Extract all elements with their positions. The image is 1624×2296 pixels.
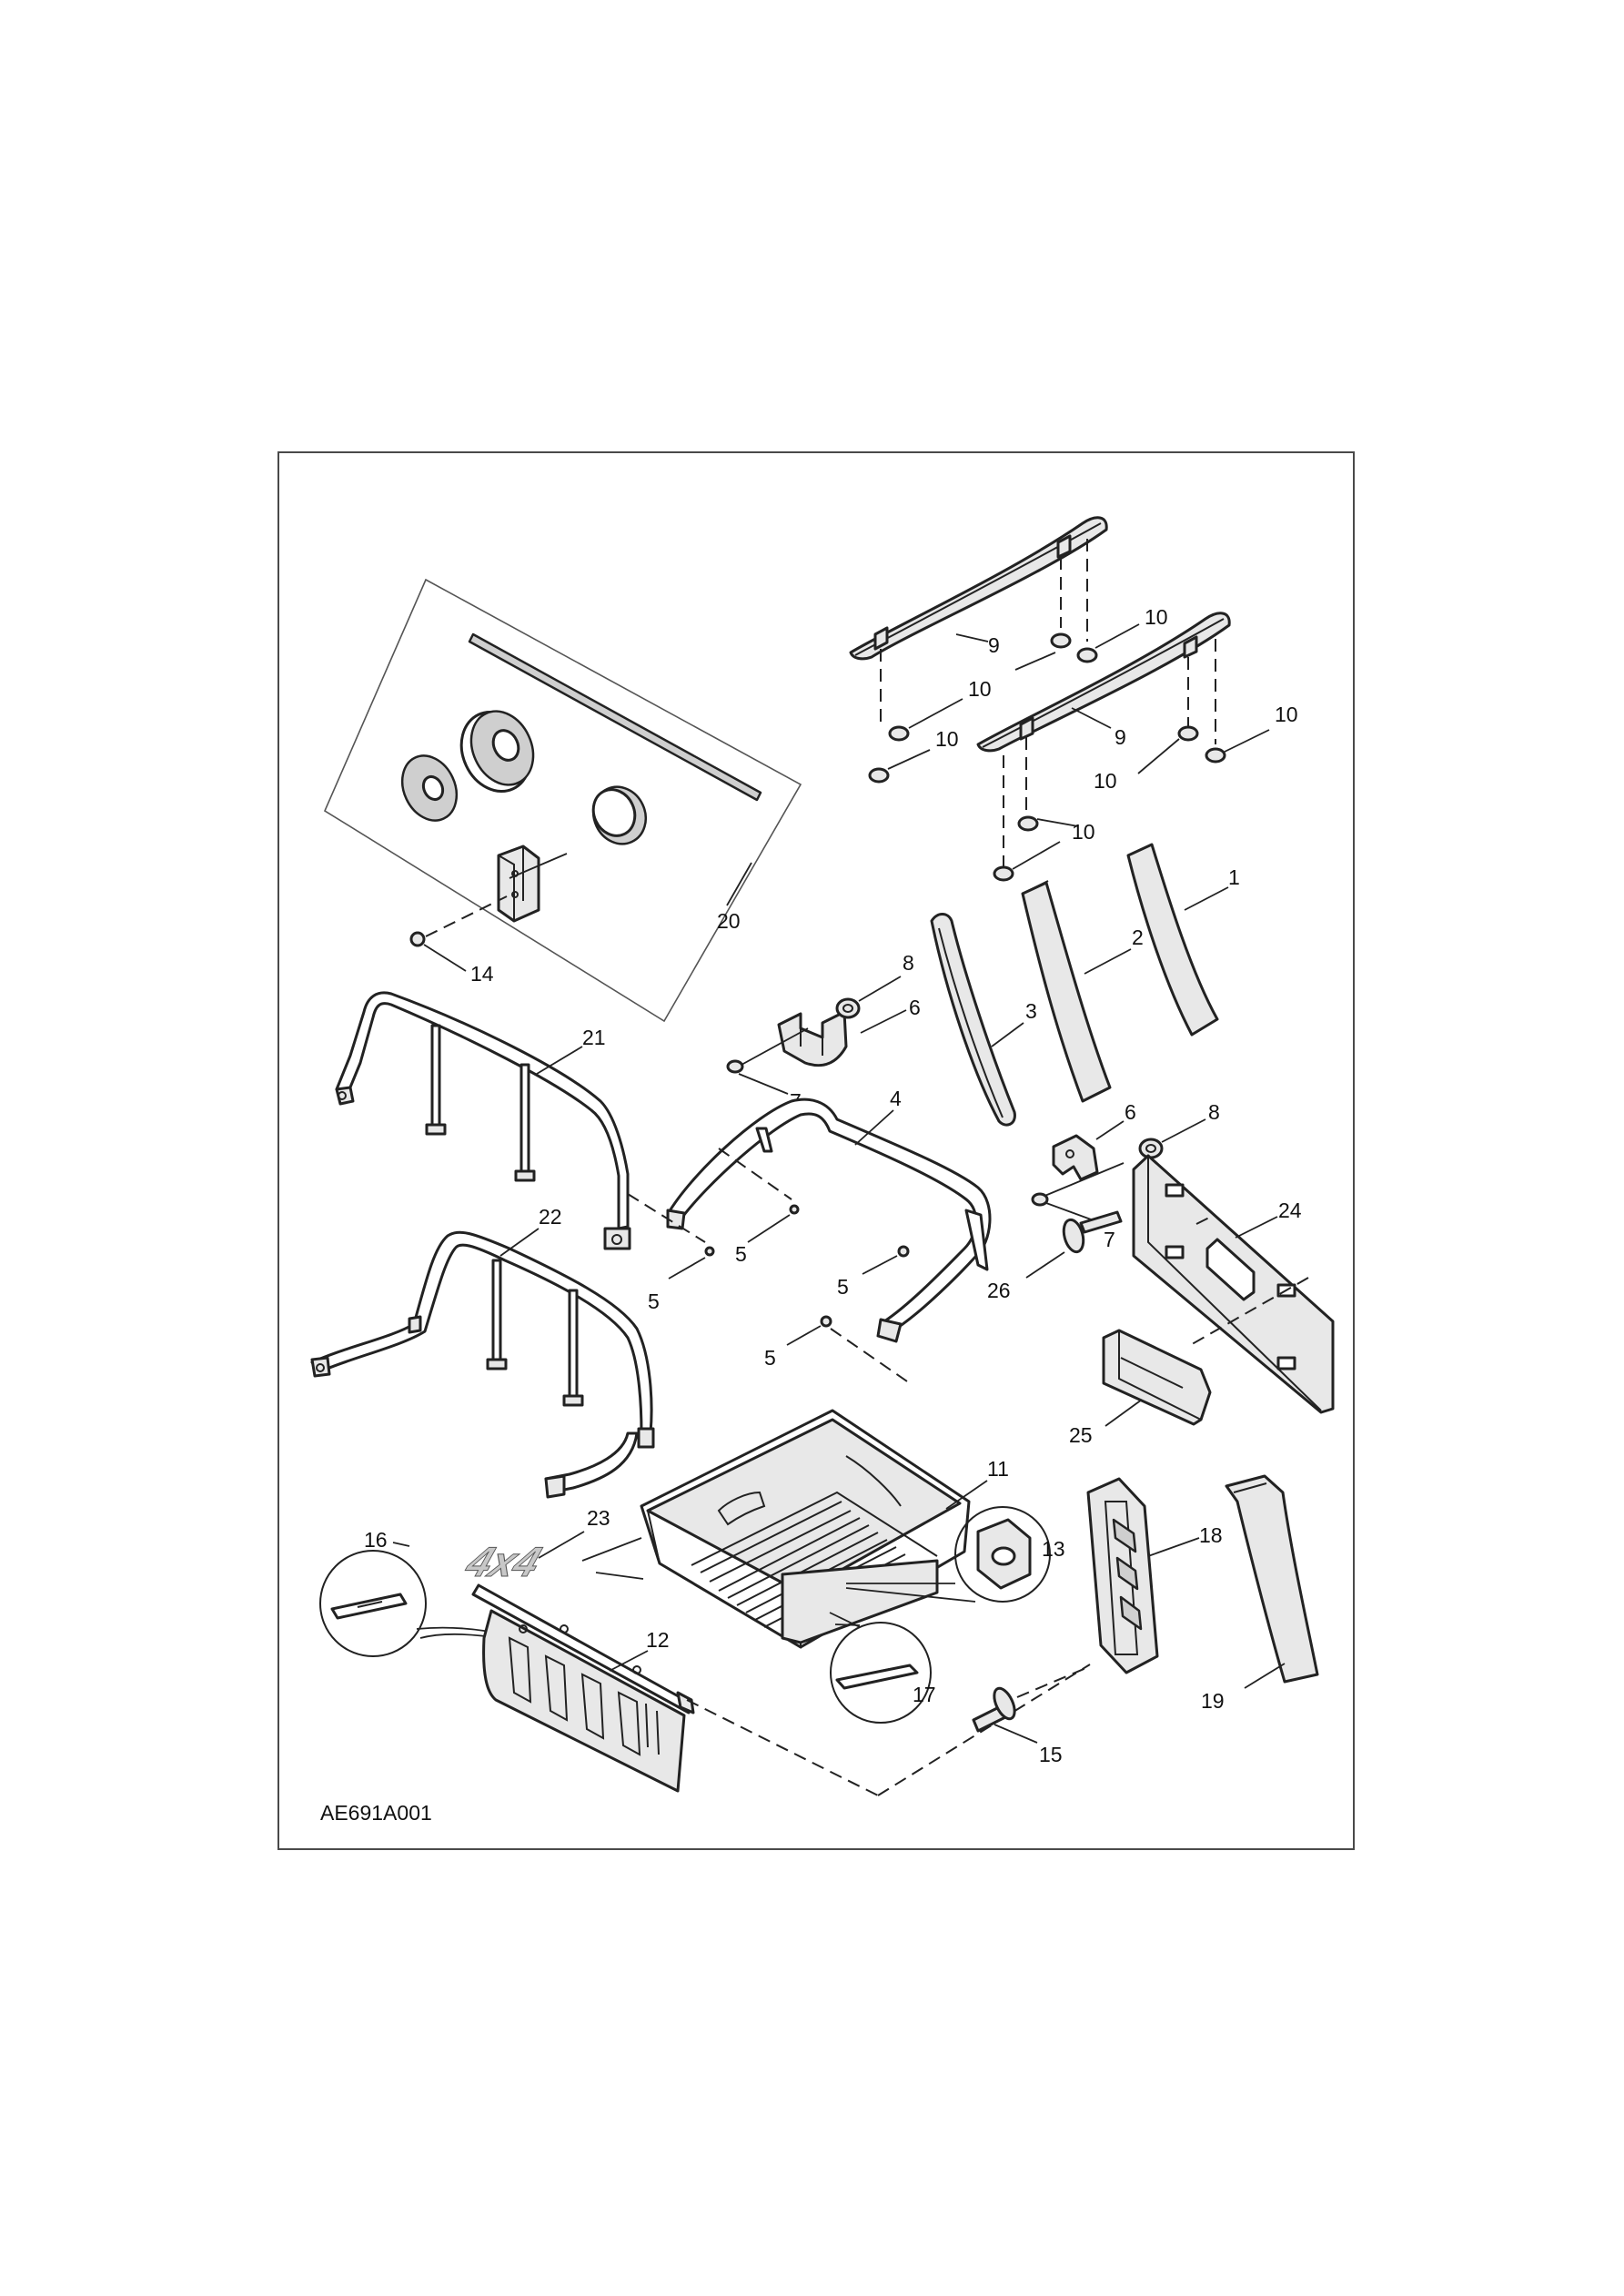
sports-bar-22 [310, 1230, 655, 1499]
detail-circle-16 [319, 1542, 538, 1657]
bolts-5 [704, 1204, 910, 1328]
roll-bar-4 [666, 1097, 992, 1343]
washer-8-upper [835, 997, 861, 1019]
bracket-6-lower [1042, 1134, 1125, 1198]
washer-large [459, 710, 535, 794]
callout-10d: 10 [1275, 703, 1298, 726]
callout-2: 2 [1132, 925, 1144, 949]
callout-8b: 8 [1208, 1100, 1220, 1124]
callout-5a: 5 [735, 1242, 747, 1266]
callout-13: 13 [1042, 1537, 1065, 1561]
callout-9a: 9 [988, 633, 1000, 657]
callout-10a: 10 [1145, 605, 1168, 629]
callout-21: 21 [582, 1026, 606, 1049]
nuts-10 [868, 632, 1226, 882]
callout-1: 1 [1228, 865, 1240, 889]
plate-24 [1132, 1154, 1335, 1414]
bolt-7-upper [726, 1059, 744, 1074]
callout-14: 14 [470, 962, 494, 986]
nut-14: 14 [409, 931, 494, 986]
washer-small [400, 754, 459, 822]
tailgate-liner-12 [471, 1583, 695, 1793]
callout-19: 19 [1201, 1689, 1225, 1713]
callout-9b: 9 [1115, 725, 1126, 749]
grommet-ring [591, 785, 648, 845]
roof-rail-lower [976, 612, 1231, 869]
decal-text: 4x4 [459, 1539, 547, 1585]
callout-5d: 5 [764, 1346, 776, 1370]
callout-25: 25 [1069, 1423, 1093, 1447]
callout-10e: 10 [1094, 769, 1117, 793]
callout-26: 26 [987, 1279, 1011, 1302]
callout-7b: 7 [1104, 1228, 1115, 1251]
bolt-15 [972, 1666, 1089, 1733]
cover-25 [1102, 1329, 1212, 1426]
callout-16: 16 [364, 1528, 388, 1552]
callout-10f: 10 [1072, 820, 1095, 844]
detail-circle-13 [845, 1506, 1051, 1603]
callout-6b: 6 [1125, 1100, 1136, 1124]
callout-11: 11 [987, 1457, 1009, 1481]
detail-circle-17 [829, 1612, 932, 1724]
kit-box-20 [323, 578, 802, 1023]
sports-bar-21 [335, 991, 631, 1250]
callout-18: 18 [1199, 1523, 1223, 1547]
callout-10b: 10 [968, 677, 992, 701]
callout-4: 4 [890, 1087, 902, 1110]
diagram-frame [277, 451, 1355, 1850]
panel-19 [1225, 1474, 1319, 1684]
callout-8a: 8 [903, 951, 914, 975]
decal-23: 4x4 [459, 1539, 547, 1586]
callout-23: 23 [587, 1506, 610, 1530]
callout-24: 24 [1278, 1199, 1302, 1222]
bed-liner-11 [640, 1409, 971, 1649]
trim-3 [930, 913, 1016, 1127]
figure-code: AE691A001 [320, 1801, 432, 1825]
vent-18 [1086, 1477, 1159, 1674]
callout-10c: 10 [935, 727, 959, 751]
callout-15: 15 [1039, 1743, 1063, 1766]
washer-8-lower [1138, 1138, 1164, 1159]
callout-5b: 5 [648, 1290, 660, 1313]
callout-6a: 6 [909, 996, 921, 1019]
bracket-6-upper [741, 1010, 848, 1067]
callout-20: 20 [717, 909, 741, 933]
bolt-7-lower [1031, 1192, 1049, 1207]
bolt-26 [1062, 1210, 1123, 1254]
callout-3: 3 [1025, 999, 1037, 1023]
mounting-bracket [497, 845, 568, 923]
callout-22: 22 [539, 1205, 562, 1229]
callout-5c: 5 [837, 1275, 849, 1299]
callout-12: 12 [646, 1628, 670, 1652]
callout-17: 17 [913, 1683, 936, 1706]
roof-rail-upper [849, 516, 1108, 728]
trim-1 [1126, 843, 1219, 1037]
trim-2 [1021, 880, 1112, 1103]
